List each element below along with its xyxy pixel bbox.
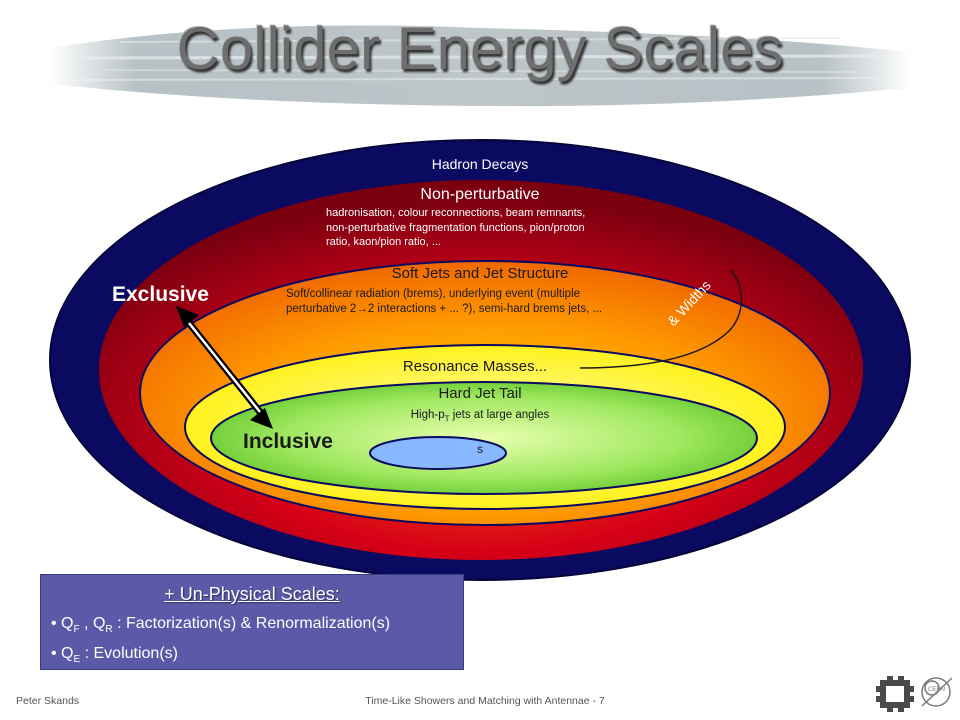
hard-jet-tail-description: High-pT jets at large angles	[410, 409, 550, 424]
exclusive-label: Exclusive	[112, 283, 209, 306]
title-brush-band	[50, 25, 910, 107]
scales-item-evolution: • QE : Evolution(s)	[51, 645, 178, 666]
cern-logo-icon: CERN	[921, 677, 953, 707]
slide-title: Collider Energy Scales	[176, 15, 784, 82]
non-perturbative-description: hadronisation, colour reconnections, bea…	[326, 207, 586, 248]
hard-jet-layer	[210, 381, 758, 495]
footer-author: Peter Skands	[16, 695, 80, 707]
inclusive-label: Inclusive	[243, 430, 333, 453]
scales-item-factorization: • QF , QR : Factorization(s) & Renormali…	[51, 615, 391, 636]
exclusive-inclusive-arrow	[176, 306, 273, 429]
hadron-decays-label: Hadron Decays	[431, 156, 529, 172]
unphysical-scales-box: + Un-Physical Scales: • QF , QR : Factor…	[40, 574, 464, 670]
hard-jet-tail-title: Hard Jet Tail	[438, 385, 522, 402]
footer-talk-title: Time-Like Showers and Matching with Ante…	[365, 695, 605, 707]
non-perturbative-title: Non-perturbative	[420, 186, 540, 203]
widths-curve	[579, 269, 743, 369]
resonance-masses-label: Resonance Masses...	[402, 358, 548, 375]
soft-jets-title: Soft Jets and Jet Structure	[391, 265, 569, 282]
footer-logos: CERN	[876, 676, 953, 712]
arrow-symbol: →	[356, 302, 368, 315]
fermilab-logo-icon	[876, 676, 914, 712]
core-label: s	[477, 442, 483, 456]
unphysical-scales-heading: + Un-Physical Scales:	[164, 584, 340, 604]
soft-jets-description: Soft/collinear radiation (brems), underl…	[286, 288, 603, 315]
core-ellipse	[369, 436, 507, 470]
svg-text:CERN: CERN	[928, 687, 945, 693]
